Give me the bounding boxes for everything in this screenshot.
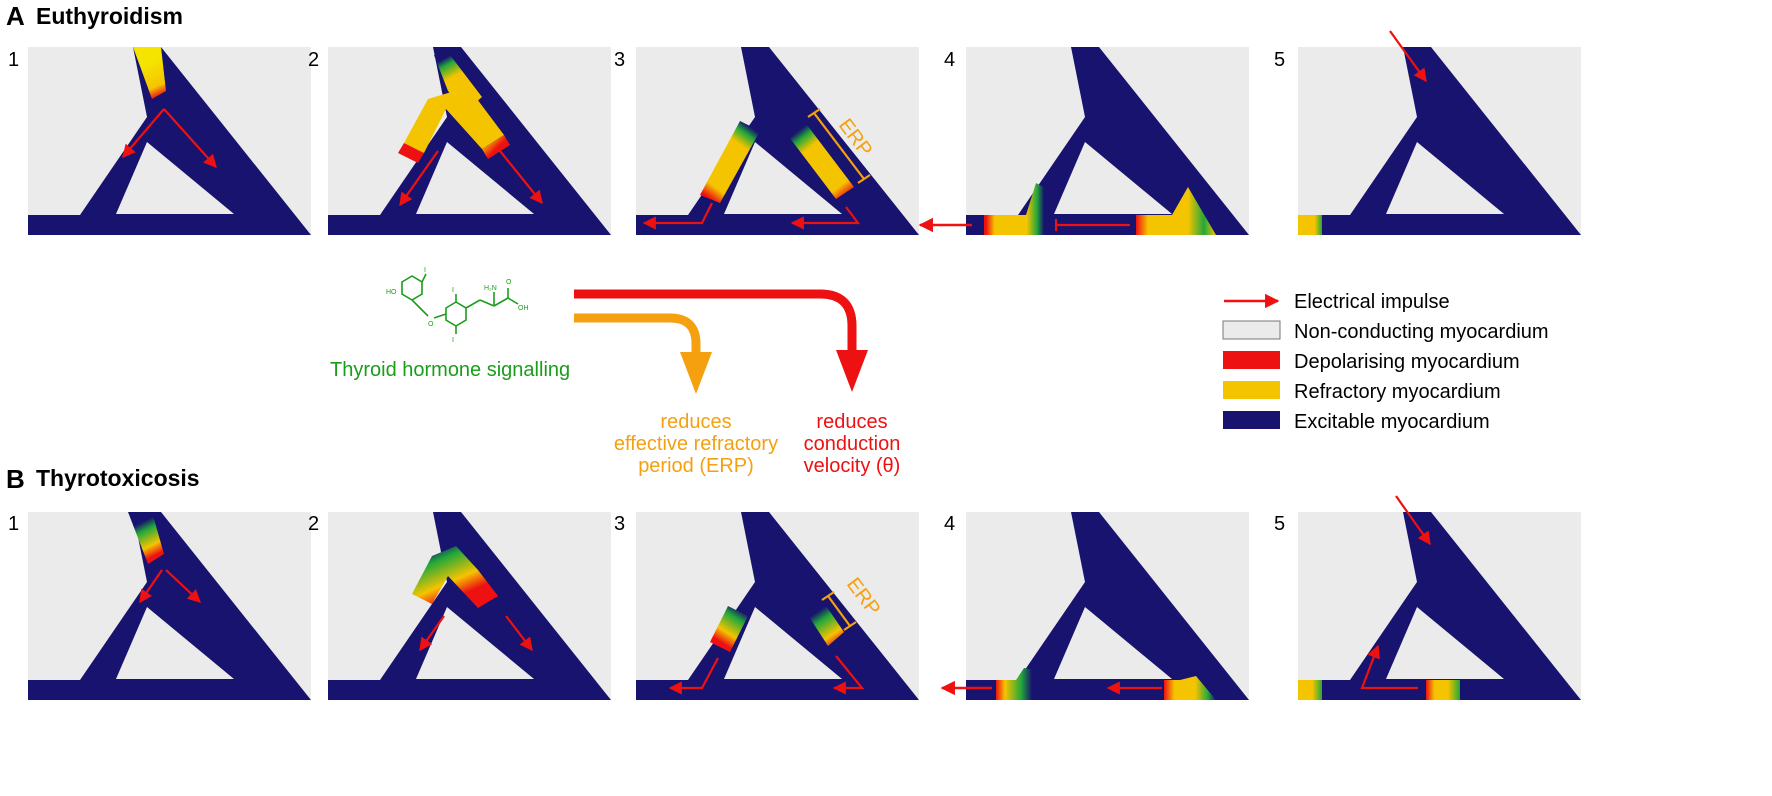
panel-a4-number: 4 (944, 49, 955, 71)
atom-label: O (506, 279, 512, 286)
impulse-arrow (122, 108, 165, 159)
erp-bracket (821, 591, 857, 631)
impulse-arrow-entry (1395, 495, 1431, 546)
panel-a5-number: 5 (1274, 49, 1285, 71)
panel-b4 (940, 512, 1249, 700)
panel-b3-number: 3 (614, 513, 625, 535)
legend: Electrical impulse Non-conducting myocar… (1222, 291, 1549, 433)
legend-swatch (1222, 320, 1281, 340)
erp-effect-arrow (574, 313, 712, 394)
panel-a3-number: 3 (614, 49, 625, 71)
panel-b4-number: 4 (944, 513, 955, 535)
section-b-title: Thyrotoxicosis (36, 465, 200, 491)
atom-label: H₂N (484, 285, 497, 292)
impulse-arrow (505, 615, 533, 652)
atom-label: O (428, 321, 434, 328)
effect-erp-text: reduces effective refractory period (ERP… (614, 411, 778, 477)
atom-label: OH (518, 305, 529, 312)
effect-line: reduces (816, 411, 887, 433)
impulse-arrow (499, 150, 543, 205)
panel-b5-number: 5 (1274, 513, 1285, 535)
effect-conduction-text: reduces conduction velocity (θ) (804, 411, 901, 477)
section-a-title: Euthyroidism (36, 3, 183, 29)
impulse-arrow (642, 202, 713, 230)
impulse-arrow (790, 206, 861, 230)
effect-line: velocity (θ) (804, 455, 901, 477)
hormone-label: Thyroid hormone signalling (330, 359, 570, 381)
panel-b1-number: 1 (8, 513, 19, 535)
panel-a2 (328, 47, 611, 235)
legend-swatch (1223, 351, 1280, 369)
panel-b2-number: 2 (308, 513, 319, 535)
impulse-arrow (165, 569, 201, 603)
panel-a3: ERP (636, 47, 919, 235)
legend-label: Electrical impulse (1294, 291, 1450, 313)
impulse-arrow-reentry (1360, 644, 1418, 690)
impulse-arrow (668, 657, 719, 695)
panel-b3: ERP (636, 512, 919, 700)
legend-label: Non-conducting myocardium (1294, 321, 1549, 343)
panel-b2 (328, 512, 611, 700)
panel-a4 (918, 47, 1249, 235)
impulse-arrow (399, 150, 439, 207)
impulse-arrow (832, 655, 865, 695)
effect-line: period (ERP) (638, 455, 754, 477)
panel-a1-number: 1 (8, 49, 19, 71)
conduction-effect-arrow (574, 289, 868, 392)
effect-line: reduces (660, 411, 731, 433)
atom-label: I (424, 267, 426, 274)
panel-b1 (28, 512, 311, 700)
legend-swatch (1223, 411, 1280, 429)
atom-label: HO (386, 289, 397, 296)
impulse-arrow (139, 569, 163, 604)
panel-a2-number: 2 (308, 49, 319, 71)
section-a-letter: A (6, 1, 25, 31)
thyroid-hormone-structure (401, 273, 519, 334)
panel-b5 (1298, 495, 1581, 700)
impulse-arrow (419, 615, 445, 652)
atom-label: I (452, 287, 454, 294)
legend-swatch (1223, 381, 1280, 399)
atom-label: I (452, 337, 454, 344)
legend-label: Excitable myocardium (1294, 411, 1490, 433)
panel-a1 (28, 47, 311, 235)
impulse-arrow-entry (1389, 30, 1427, 83)
legend-label: Refractory myocardium (1294, 381, 1501, 403)
erp-bracket (807, 108, 871, 184)
section-b-letter: B (6, 464, 25, 494)
effect-line: conduction (804, 433, 901, 455)
legend-label: Depolarising myocardium (1294, 351, 1520, 373)
impulse-arrow (163, 108, 217, 168)
panel-a5 (1298, 30, 1581, 235)
effect-line: effective refractory (614, 433, 778, 455)
